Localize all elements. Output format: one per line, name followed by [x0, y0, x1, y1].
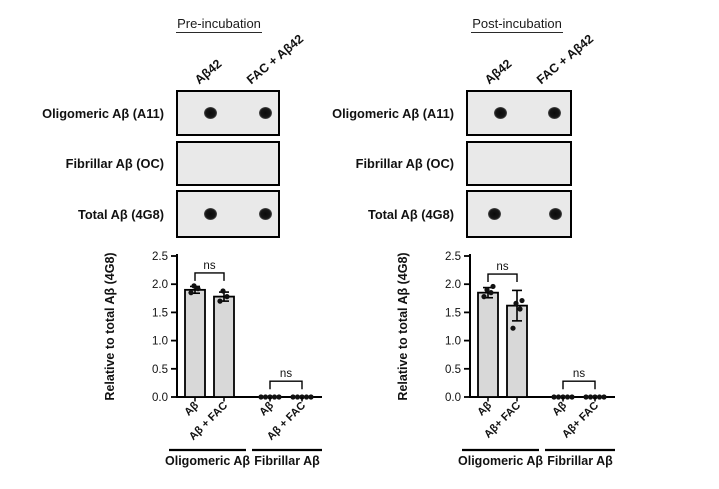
panel-title-post-text: Post-incubation — [471, 16, 563, 33]
data-point — [488, 290, 494, 296]
blot-dot — [548, 107, 562, 119]
data-point — [271, 394, 278, 400]
x-tick-label: Aβ — [182, 399, 201, 418]
row-label-post-a11: Oligomeric Aβ (A11) — [332, 105, 454, 121]
sig-bracket — [194, 272, 225, 281]
bar-chart-post-incubation: 0.0 0.5 1.0 1.5 2.0 2.5 Relative to total Aβ (… — [396, 251, 615, 468]
data-point — [224, 294, 230, 300]
data-point — [517, 306, 523, 312]
data-point — [188, 290, 194, 296]
sig-label: ns — [496, 261, 508, 273]
y-tick-label: 1.0 — [445, 336, 461, 348]
data-point — [481, 294, 487, 300]
bar — [213, 295, 235, 398]
blot-box-pre-a11 — [176, 90, 280, 136]
group-label: Fibrillar Aβ — [254, 454, 320, 468]
col-label-pre-fac-ab42: FAC + Aβ42 — [244, 31, 307, 88]
row-label-pre-a11: Oligomeric Aβ (A11) — [42, 105, 164, 121]
group-label: Fibrillar Aβ — [547, 454, 613, 468]
row-label-post-4g8: Total Aβ (4G8) — [367, 206, 454, 222]
blot-dot — [203, 107, 217, 119]
panel-title-pre-text: Pre-incubation — [176, 16, 262, 33]
data-point — [484, 287, 490, 293]
y-tick-label: 0.5 — [152, 364, 168, 376]
blot-box-post-4g8 — [466, 190, 572, 238]
data-point — [564, 394, 571, 400]
data-point — [596, 394, 603, 400]
data-point — [587, 394, 594, 400]
col-label-pre-ab42: Aβ42 — [192, 56, 225, 87]
blot-dot — [258, 208, 272, 220]
row-label-pre-oc: Fibrillar Aβ (OC) — [65, 156, 164, 171]
blot-box-post-a11 — [466, 90, 572, 136]
data-point — [555, 394, 562, 400]
data-point — [191, 283, 197, 289]
row-label-post-oc: Fibrillar Aβ (OC) — [355, 156, 454, 171]
bar-chart-pre-incubation: 0.0 0.5 1.0 1.5 2.0 2.5 Relative to total Aβ (… — [103, 251, 322, 468]
row-label-pre-4g8: Total Aβ (4G8) — [77, 206, 164, 222]
blot-box-pre-oc — [176, 141, 280, 186]
blot-box-post-oc — [466, 141, 572, 186]
data-point — [308, 394, 314, 400]
data-point — [290, 394, 296, 400]
blot-dot — [494, 107, 508, 119]
y-tick-label: 0.0 — [445, 392, 461, 404]
data-point — [551, 394, 557, 400]
data-point — [258, 394, 264, 400]
y-tick-label: 2.0 — [152, 279, 168, 291]
y-tick-label: 1.0 — [152, 336, 168, 348]
data-point — [303, 394, 310, 400]
data-point — [217, 298, 223, 304]
data-point — [560, 394, 566, 400]
y-axis-title: Relative to total Aβ (4G8) — [396, 252, 410, 400]
data-point — [262, 394, 269, 400]
data-point — [510, 325, 516, 331]
data-point — [592, 394, 598, 400]
y-tick-label: 1.5 — [152, 307, 168, 319]
data-point — [569, 394, 575, 400]
y-axis-title: Relative to total Aβ (4G8) — [103, 252, 117, 400]
blot-dot — [549, 208, 563, 220]
panel-title-post: Post-incubation — [437, 16, 597, 33]
group-label: Oligomeric Aβ — [165, 454, 250, 468]
blot-box-pre-4g8 — [176, 190, 280, 238]
sig-bracket — [269, 380, 303, 390]
data-point — [294, 394, 301, 400]
y-tick-label: 2.5 — [445, 251, 461, 263]
data-point — [299, 394, 305, 400]
data-point — [267, 394, 273, 400]
sig-label: ns — [203, 260, 215, 272]
y-tick-label: 0.5 — [445, 364, 461, 376]
y-tick-label: 2.0 — [445, 279, 461, 291]
blot-dot — [488, 208, 502, 220]
col-label-post-ab42: Aβ42 — [482, 56, 515, 87]
data-point — [601, 394, 607, 400]
y-tick-label: 1.5 — [445, 307, 461, 319]
sig-bracket — [562, 380, 596, 390]
blot-dot — [258, 107, 272, 119]
sig-bracket — [487, 273, 518, 283]
y-tick-label: 2.5 — [152, 251, 168, 263]
data-point — [519, 297, 525, 304]
y-tick-label: 0.0 — [152, 392, 168, 404]
bar — [184, 288, 206, 398]
blot-dot — [203, 208, 217, 220]
data-point — [195, 286, 201, 292]
x-tick-label: Aβ — [475, 399, 494, 418]
data-point — [583, 394, 589, 400]
x-tick-label: Aβ — [257, 399, 276, 418]
data-point — [513, 300, 519, 306]
sig-label: ns — [280, 368, 292, 380]
panel-title-pre: Pre-incubation — [139, 16, 299, 33]
sig-label: ns — [573, 368, 585, 380]
bar — [477, 291, 499, 398]
group-label: Oligomeric Aβ — [458, 454, 543, 468]
col-label-post-fac-ab42: FAC + Aβ42 — [534, 31, 597, 88]
data-point — [276, 394, 282, 400]
data-point — [220, 288, 226, 294]
data-point — [490, 283, 496, 290]
x-tick-label: Aβ — [550, 399, 569, 418]
